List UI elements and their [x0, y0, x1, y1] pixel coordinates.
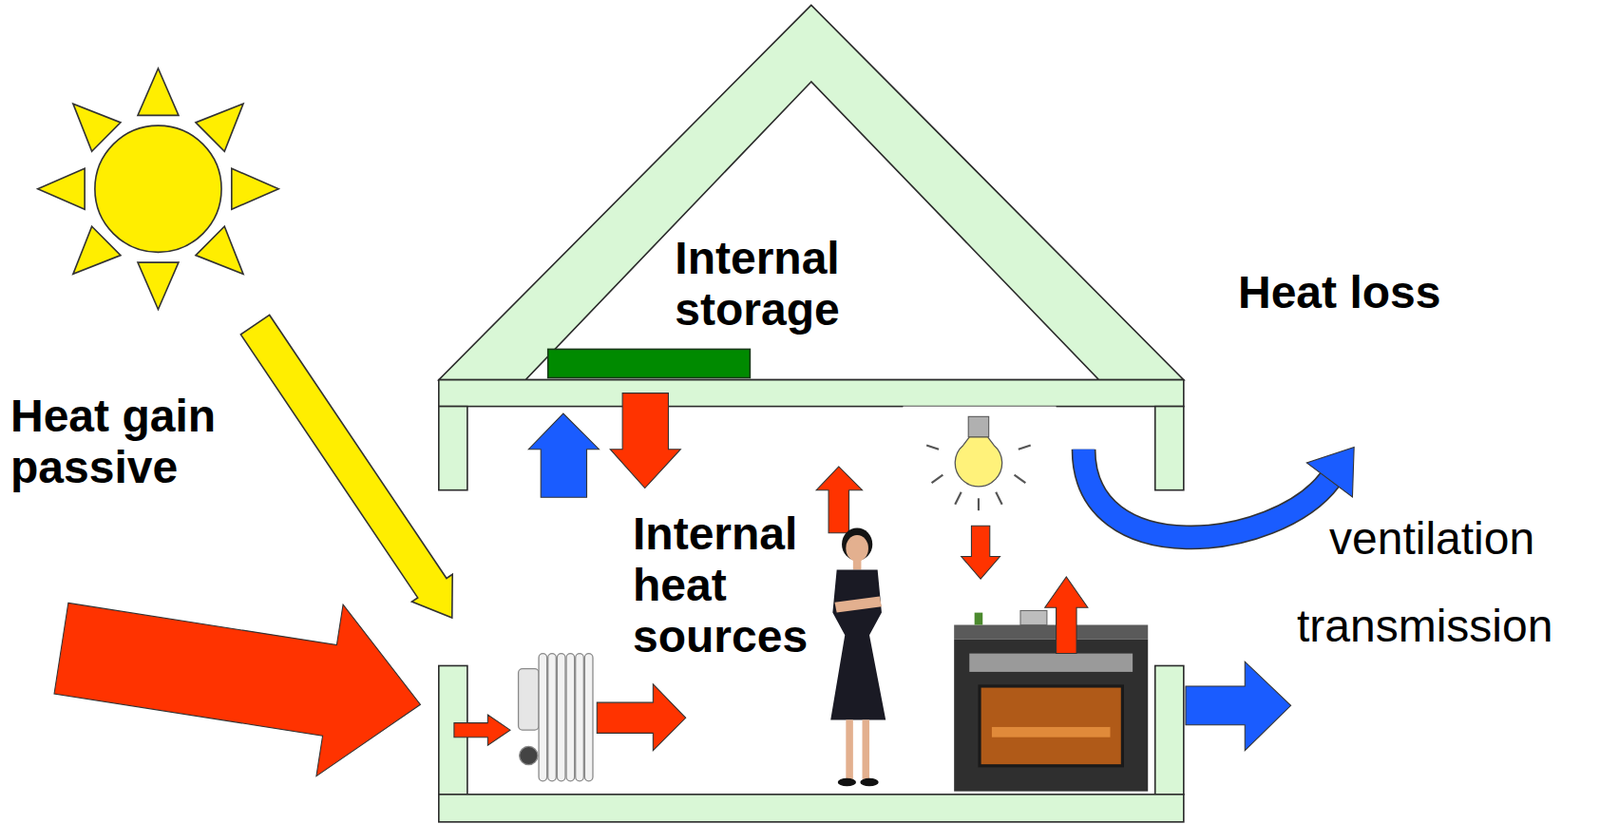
person-leg	[845, 719, 854, 779]
heat-loss-label: Heat loss	[1238, 266, 1486, 319]
ventilation-shaft	[1084, 449, 1331, 538]
house-outline	[438, 4, 1184, 821]
solar-arrow	[240, 314, 453, 618]
oven-window	[979, 685, 1123, 766]
radiator-fin	[584, 653, 593, 781]
radiator-fin	[575, 653, 585, 781]
radiator-output-arrow	[596, 684, 686, 751]
storage-release-arrow	[609, 393, 681, 489]
kitchen-icon	[953, 609, 1148, 791]
storage-bar	[548, 348, 751, 378]
bulb-ray	[954, 492, 961, 505]
ventilation-label: ventilation	[1329, 513, 1577, 565]
person-shoe	[838, 778, 857, 787]
person-leg	[862, 719, 871, 779]
bulb-ground	[902, 406, 1056, 521]
radiator-fin	[548, 653, 557, 781]
bulb-ray	[977, 497, 980, 511]
person-shoe	[859, 778, 878, 787]
sun-ray	[231, 168, 279, 210]
radiator-fin	[566, 653, 575, 781]
bulb-ray	[926, 444, 939, 449]
ventilation-outline	[1084, 449, 1331, 538]
herb-pot	[974, 612, 984, 626]
transmission-label: transmission	[1296, 600, 1573, 652]
bulb-heat-arrow	[961, 525, 1001, 579]
bulb-ray	[932, 475, 944, 484]
storage-charge-arrow	[528, 413, 599, 497]
heat-sources-label: Internal heat sources	[632, 508, 852, 662]
sun-ray	[137, 68, 179, 115]
roof	[438, 4, 1184, 380]
sun-icon	[38, 68, 279, 310]
radiator-fin	[538, 653, 548, 781]
person-heat-arrow	[816, 466, 862, 534]
oven-tray	[991, 726, 1111, 738]
bulb-ray	[1018, 444, 1031, 449]
person-head	[845, 534, 869, 562]
storage-label: Internal storage	[647, 232, 867, 336]
bulb-ray	[1014, 475, 1027, 484]
person-arms	[835, 595, 882, 612]
heat-gain-label: Heat gain passive	[10, 390, 277, 494]
wall	[438, 406, 468, 491]
sun-ray	[38, 168, 85, 210]
person-neck	[853, 559, 862, 571]
transmission-arrow	[1185, 661, 1292, 750]
oven-body	[953, 639, 1148, 792]
cooking-pot	[1020, 609, 1048, 625]
radiator-fin	[556, 653, 566, 781]
bulb-glass	[954, 437, 1002, 487]
ventilation-arrow	[1084, 447, 1355, 538]
bulb-base	[968, 416, 989, 437]
radiator-knob	[519, 745, 538, 764]
light-bulb-icon	[902, 406, 1056, 521]
ceiling-slab	[438, 380, 1184, 407]
floor-slab	[438, 794, 1184, 822]
heat-gain-arrow	[54, 602, 420, 776]
oven-panel	[969, 653, 1133, 672]
radiator-input-arrow	[454, 714, 511, 745]
bulb-ray	[995, 492, 1002, 505]
kitchen-heat-arrow	[1045, 576, 1088, 654]
person-figure	[816, 466, 886, 786]
radiator-icon	[518, 653, 593, 781]
bulb-rays	[926, 444, 1031, 511]
wall	[1155, 665, 1184, 794]
wall	[1155, 406, 1184, 491]
person-dress	[830, 569, 886, 720]
counter-top	[953, 625, 1148, 640]
sun-disc	[95, 125, 222, 252]
radiator-control	[518, 668, 539, 730]
ventilation-head	[1306, 447, 1354, 497]
sun-ray	[137, 262, 179, 309]
